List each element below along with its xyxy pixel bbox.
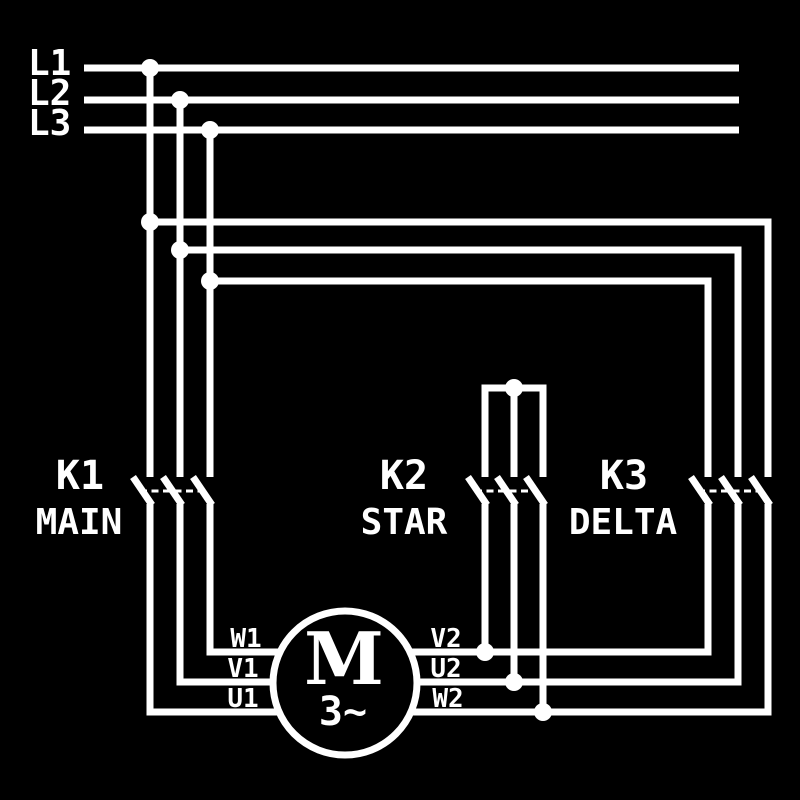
label-terminal-U2: U2	[430, 654, 461, 684]
junction-dots	[141, 59, 552, 721]
junction-dot-L1-branch	[141, 213, 159, 231]
k2-pole2-blade	[494, 475, 519, 507]
branch-L1-to-K3	[150, 218, 772, 477]
motor-letter: M	[304, 616, 384, 701]
label-K2: K2	[380, 453, 428, 499]
label-L1: L1	[28, 43, 71, 84]
junction-dot-L1-drop	[141, 59, 159, 77]
wire-K3-to-W2	[340, 504, 772, 716]
junction-dot-U2	[505, 673, 523, 691]
branch-L2-to-K3	[180, 246, 742, 477]
junction-dot-L2-drop	[171, 91, 189, 109]
terminal-labels: W1 V1 U1 V2 U2 W2	[227, 624, 463, 714]
label-K2-function: STAR	[361, 502, 448, 543]
k1-feeders	[146, 68, 214, 477]
label-L3: L3	[28, 103, 71, 144]
k3-pole2-blade	[718, 475, 743, 507]
junction-dot-W2	[534, 703, 552, 721]
wire-K3-to-U2	[340, 504, 742, 686]
label-K3: K3	[600, 453, 648, 499]
k1-contacts	[130, 475, 215, 507]
label-terminal-V1: V1	[227, 654, 258, 684]
motor-circle	[269, 607, 421, 759]
branch-L3-to-K3	[210, 277, 712, 477]
wire-K3-to-V2	[340, 504, 712, 656]
label-terminal-U1: U1	[227, 684, 258, 714]
junction-dot-V2	[476, 643, 494, 661]
label-K3-function: DELTA	[569, 502, 678, 543]
label-K1-function: MAIN	[36, 502, 123, 543]
motor-phase-label: 3~	[319, 689, 367, 735]
junction-dot-star-point	[505, 379, 523, 397]
supply-labels: L1 L2 L3	[28, 43, 71, 144]
label-terminal-W1: W1	[230, 624, 261, 654]
junction-dot-L3-branch	[201, 272, 219, 290]
k3-contacts	[688, 475, 773, 507]
label-L2: L2	[28, 73, 71, 114]
label-terminal-V2: V2	[430, 624, 461, 654]
label-terminal-W2: W2	[432, 684, 463, 714]
junction-dot-L2-branch	[171, 241, 189, 259]
k2-contacts	[465, 475, 548, 507]
supply-bus	[84, 64, 739, 134]
motor-right-wires	[340, 504, 772, 716]
motor-symbol: M 3~	[269, 607, 421, 759]
k1-pole2-blade	[160, 475, 185, 507]
contactor-labels: K1 MAIN K2 STAR K3 DELTA	[36, 453, 678, 543]
star-point-bridge	[481, 384, 547, 477]
k3-feeders	[150, 218, 772, 477]
label-K1: K1	[56, 453, 104, 499]
junction-dot-L3-drop	[201, 121, 219, 139]
